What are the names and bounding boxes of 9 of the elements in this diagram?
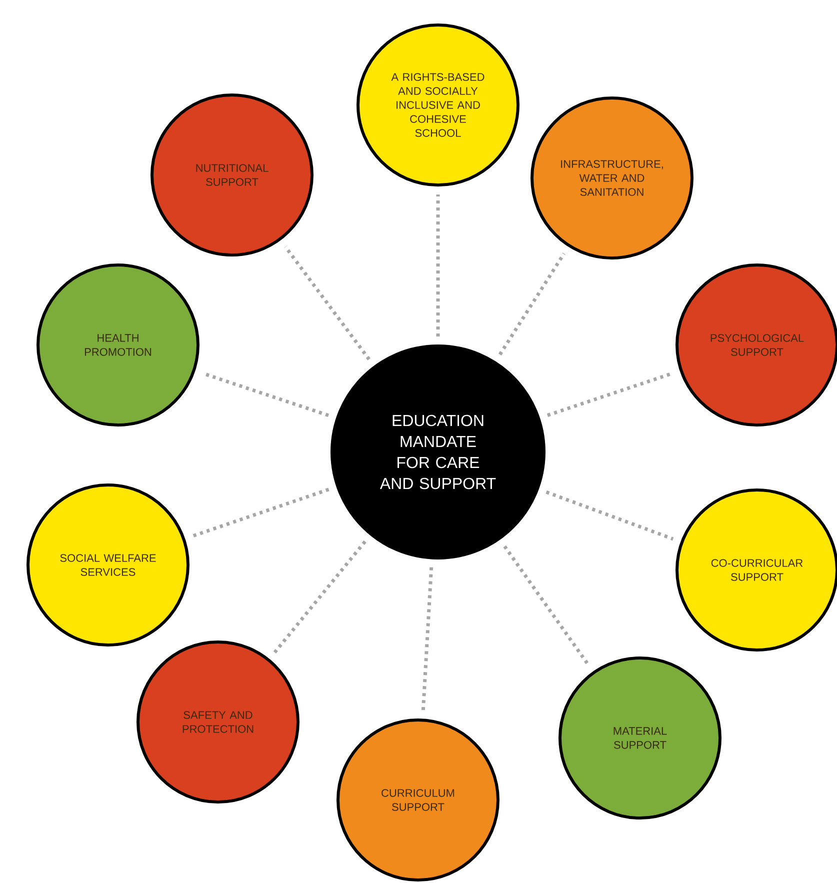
dotted-connector (192, 488, 330, 538)
dotted-connector (436, 194, 440, 336)
dotted-connector (284, 246, 370, 360)
dotted-connector (421, 567, 434, 711)
dotted-connector (546, 372, 673, 417)
dotted-connector (503, 545, 590, 666)
dotted-connector (273, 540, 366, 654)
dotted-connector (546, 490, 674, 541)
dotted-connector (498, 252, 566, 356)
